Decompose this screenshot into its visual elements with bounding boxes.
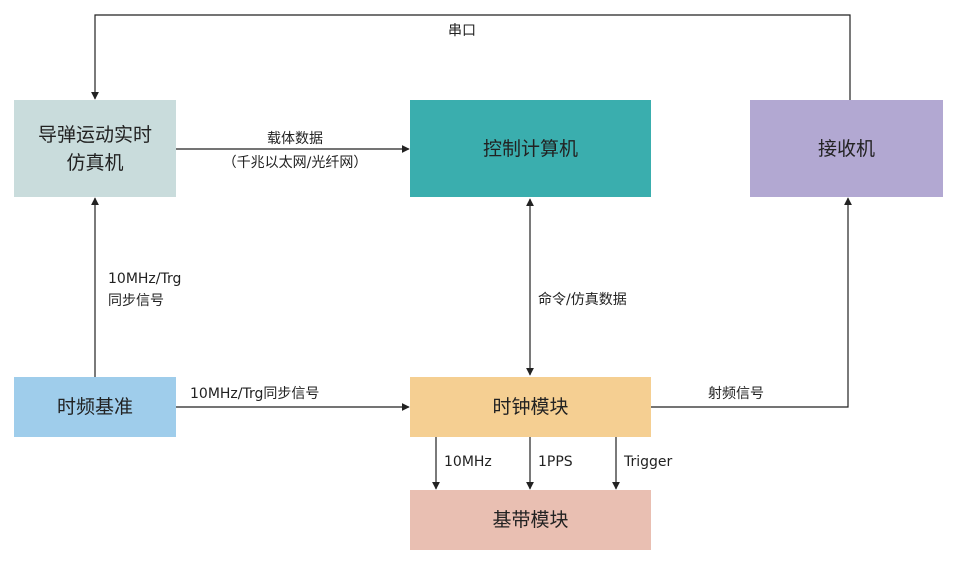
node-time-reference-label: 时频基准 (56, 396, 133, 418)
node-control-computer-label: 控制计算机 (482, 137, 578, 160)
label-sync-up: 10MHz/Trg 同步信号 (108, 271, 182, 309)
label-sync-right: 10MHz/Trg同步信号 (190, 386, 320, 402)
label-command-sim: 命令/仿真数据 (538, 292, 627, 308)
label-out-trigger: Trigger (624, 454, 673, 470)
node-clock-module: 时钟模块 (410, 377, 651, 437)
label-carrier-data: 载体数据 （千兆以太网/光纤网） (222, 131, 368, 171)
edge-serial-port (91, 14, 851, 100)
label-rf-signal: 射频信号 (708, 386, 764, 402)
label-serial-port: 串口 (448, 23, 476, 39)
label-out-1pps: 1PPS (538, 454, 573, 470)
edge-rf-signal (651, 197, 852, 408)
node-time-reference: 时频基准 (14, 377, 176, 437)
node-clock-module-label: 时钟模块 (492, 396, 569, 418)
node-baseband-module-label: 基带模块 (492, 509, 569, 531)
node-missile-sim-label: 导弹运动实时 仿真机 (37, 123, 152, 174)
node-control-computer: 控制计算机 (410, 100, 651, 197)
node-receiver-label: 接收机 (817, 137, 875, 160)
label-out-10mhz: 10MHz (444, 454, 492, 470)
node-missile-sim: 导弹运动实时 仿真机 (14, 100, 176, 197)
node-receiver: 接收机 (750, 100, 943, 197)
node-baseband-module: 基带模块 (410, 490, 651, 550)
